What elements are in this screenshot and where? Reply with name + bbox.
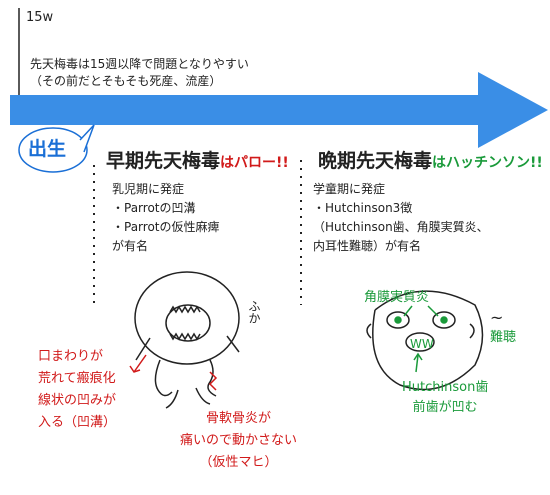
tooth-annotation: Hutchinson歯 前歯が凹む [402,380,489,415]
early-body: 乳児期に発症 ・Parrotの凹溝 ・Parrotの仮性麻痺 が有名 [112,182,220,253]
cornea-pointer-left [403,305,413,317]
late-title-text: 晩期先天梅毒 [318,150,433,172]
early-title: 早期先天梅毒はパロー!! [106,146,289,173]
timeline-note: 先天梅毒は15週以降で問題となりやすい （その前だとそもそも死産、流産） [30,57,249,88]
late-body: 学童期に発症 ・Hutchinson3徴 （Hutchinson歯、角膜実質炎、… [313,182,489,253]
timeline-arrow [10,72,548,148]
birth-bubble [18,124,95,173]
infant-figure [134,271,240,409]
tooth-pointer [415,354,419,373]
birth-label: 出生 [28,138,67,160]
cornea-pointer-right [427,305,439,317]
hearing-label: 難聴 [490,330,517,345]
bone-squiggle [208,371,218,391]
mouth-annotation: 口まわりが 荒れて瘢痕化 線状の凹みが 入る（凹溝） [38,349,117,430]
hearing-tilde: ~ [490,308,504,327]
bone-annotation: 骨軟骨炎が 痛いので動かさない （仮性マヒ） [180,411,298,470]
teeth-glyph: WW [410,337,434,351]
week-label: 15w [26,10,54,25]
child-face [366,290,484,391]
early-title-suffix: はパロー!! [220,155,289,171]
mouth-pointer [133,354,147,373]
late-title-suffix: はハッチンソン!! [432,155,543,171]
cornea-label: 角膜実質炎 [364,290,430,305]
early-title-text: 早期先天梅毒 [106,150,221,172]
late-title: 晩期先天梅毒はハッチンソン!! [318,146,543,173]
fuka-label: ふか [247,300,261,324]
